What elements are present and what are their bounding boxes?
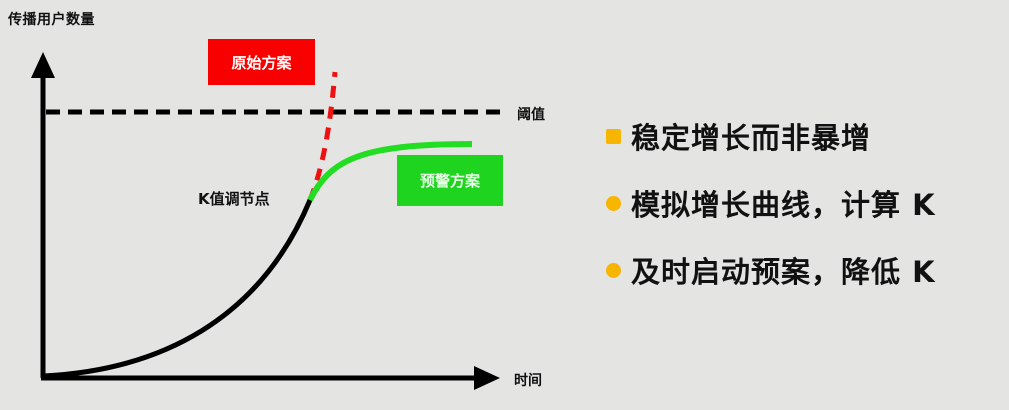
y-axis-label: 传播用户数量 [8, 12, 95, 28]
bullet-item: 模拟增长曲线，计算 K [606, 179, 936, 227]
bullet-item: 及时启动预案，降低 K [606, 246, 936, 294]
x-axis-arrow-icon [474, 366, 500, 390]
threshold-label: 阈值 [517, 107, 545, 123]
original-plan-box: 原始方案 [208, 39, 315, 85]
bullet-list: 稳定增长而非暴增 模拟增长曲线，计算 K 及时启动预案，降低 K [606, 112, 936, 313]
contingency-plan-label: 预警方案 [419, 172, 480, 190]
bullet-text: 模拟增长曲线，计算 K [631, 188, 936, 222]
bullet-text: 及时启动预案，降低 K [631, 255, 936, 289]
growth-curve [43, 199, 313, 379]
original-plan-label: 原始方案 [231, 53, 292, 72]
x-axis-label: 时间 [514, 373, 542, 389]
contingency-plan-box: 预警方案 [397, 155, 503, 206]
y-axis-arrow-icon [31, 52, 55, 78]
bullet-icon [606, 195, 621, 211]
bullet-icon [606, 262, 621, 278]
bullet-icon [606, 128, 621, 144]
bullet-item: 稳定增长而非暴增 [606, 112, 936, 160]
bullet-text: 稳定增长而非暴增 [631, 121, 872, 155]
contingency-plan-curve [307, 141, 473, 202]
k-node-label: K值调节点 [198, 190, 270, 208]
